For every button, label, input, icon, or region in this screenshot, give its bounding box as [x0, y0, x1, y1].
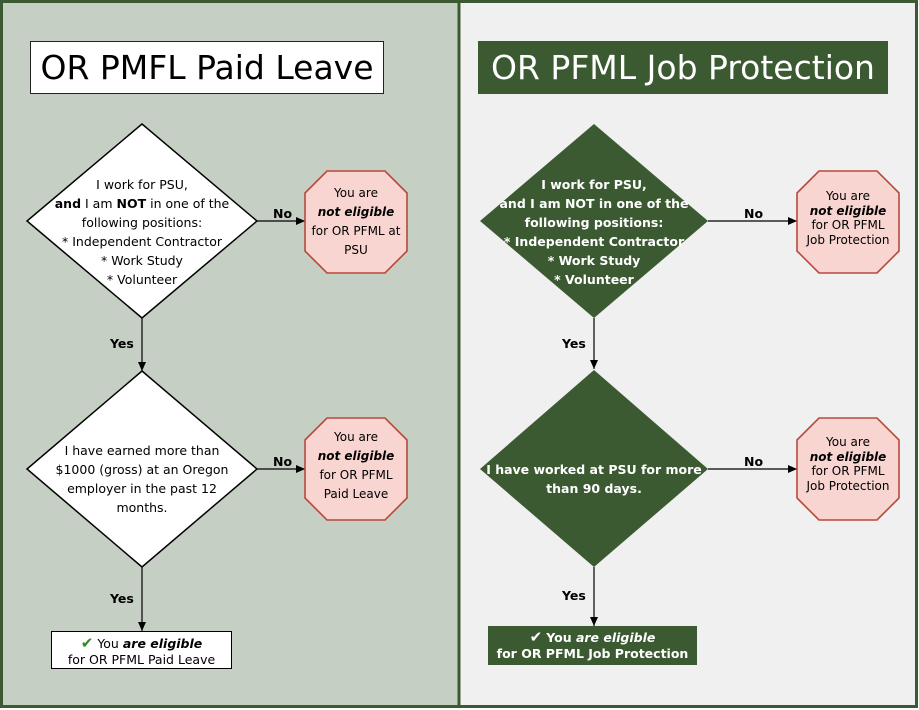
left-stop-2-text: You are not eligible for OR PFML Paid Le…: [317, 430, 395, 501]
left-panel-title: OR PMFL Paid Leave: [30, 41, 384, 94]
left-no-label-2: No: [273, 454, 293, 469]
left-panel: [1, 1, 459, 707]
left-yes-label-1: Yes: [110, 336, 134, 351]
left-yes-label-2: Yes: [110, 591, 134, 606]
right-decision-2-diamond: [480, 370, 708, 567]
right-yes-label-2: Yes: [562, 588, 586, 603]
left-stop-1-text: You are not eligible for OR PFML at PSU: [311, 186, 401, 257]
left-eligible-box: ✔You are eligible for OR PFML Paid Leave: [51, 631, 232, 669]
right-decision-2-text: I have worked at PSU for more than 90 da…: [486, 462, 702, 496]
right-panel: [459, 1, 917, 707]
left-decision-2-diamond: [25, 370, 259, 568]
right-stop-1-octagon: [796, 170, 900, 274]
right-panel-title: OR PFML Job Protection: [478, 41, 888, 94]
right-no-label-1: No: [744, 206, 764, 221]
left-decision-2-text: I have earned more than $1000 (gross) at…: [55, 443, 229, 515]
left-no-label-1: No: [273, 206, 293, 221]
left-decision-1-text: I work for PSU, and I am NOT in one of t…: [54, 177, 230, 287]
right-stop-1-text: You are not eligible for OR PFML Job Pro…: [806, 189, 890, 247]
checkmark-icon: ✔: [529, 628, 543, 646]
checkmark-icon: ✔: [80, 634, 94, 652]
left-stop-2-octagon: [304, 417, 408, 521]
right-decision-1-diamond: [480, 124, 708, 318]
right-decision-1-text: I work for PSU, and I am NOT in one of t…: [499, 177, 689, 287]
left-stop-1-octagon: [304, 170, 408, 274]
right-stop-2-text: You are not eligible for OR PFML Job Pro…: [806, 435, 890, 493]
right-stop-2-octagon: [796, 417, 900, 521]
right-eligible-box: ✔You are eligible for OR PFML Job Protec…: [488, 626, 697, 665]
right-yes-label-1: Yes: [562, 336, 586, 351]
right-no-label-2: No: [744, 454, 764, 469]
left-decision-1-diamond: [25, 123, 259, 319]
